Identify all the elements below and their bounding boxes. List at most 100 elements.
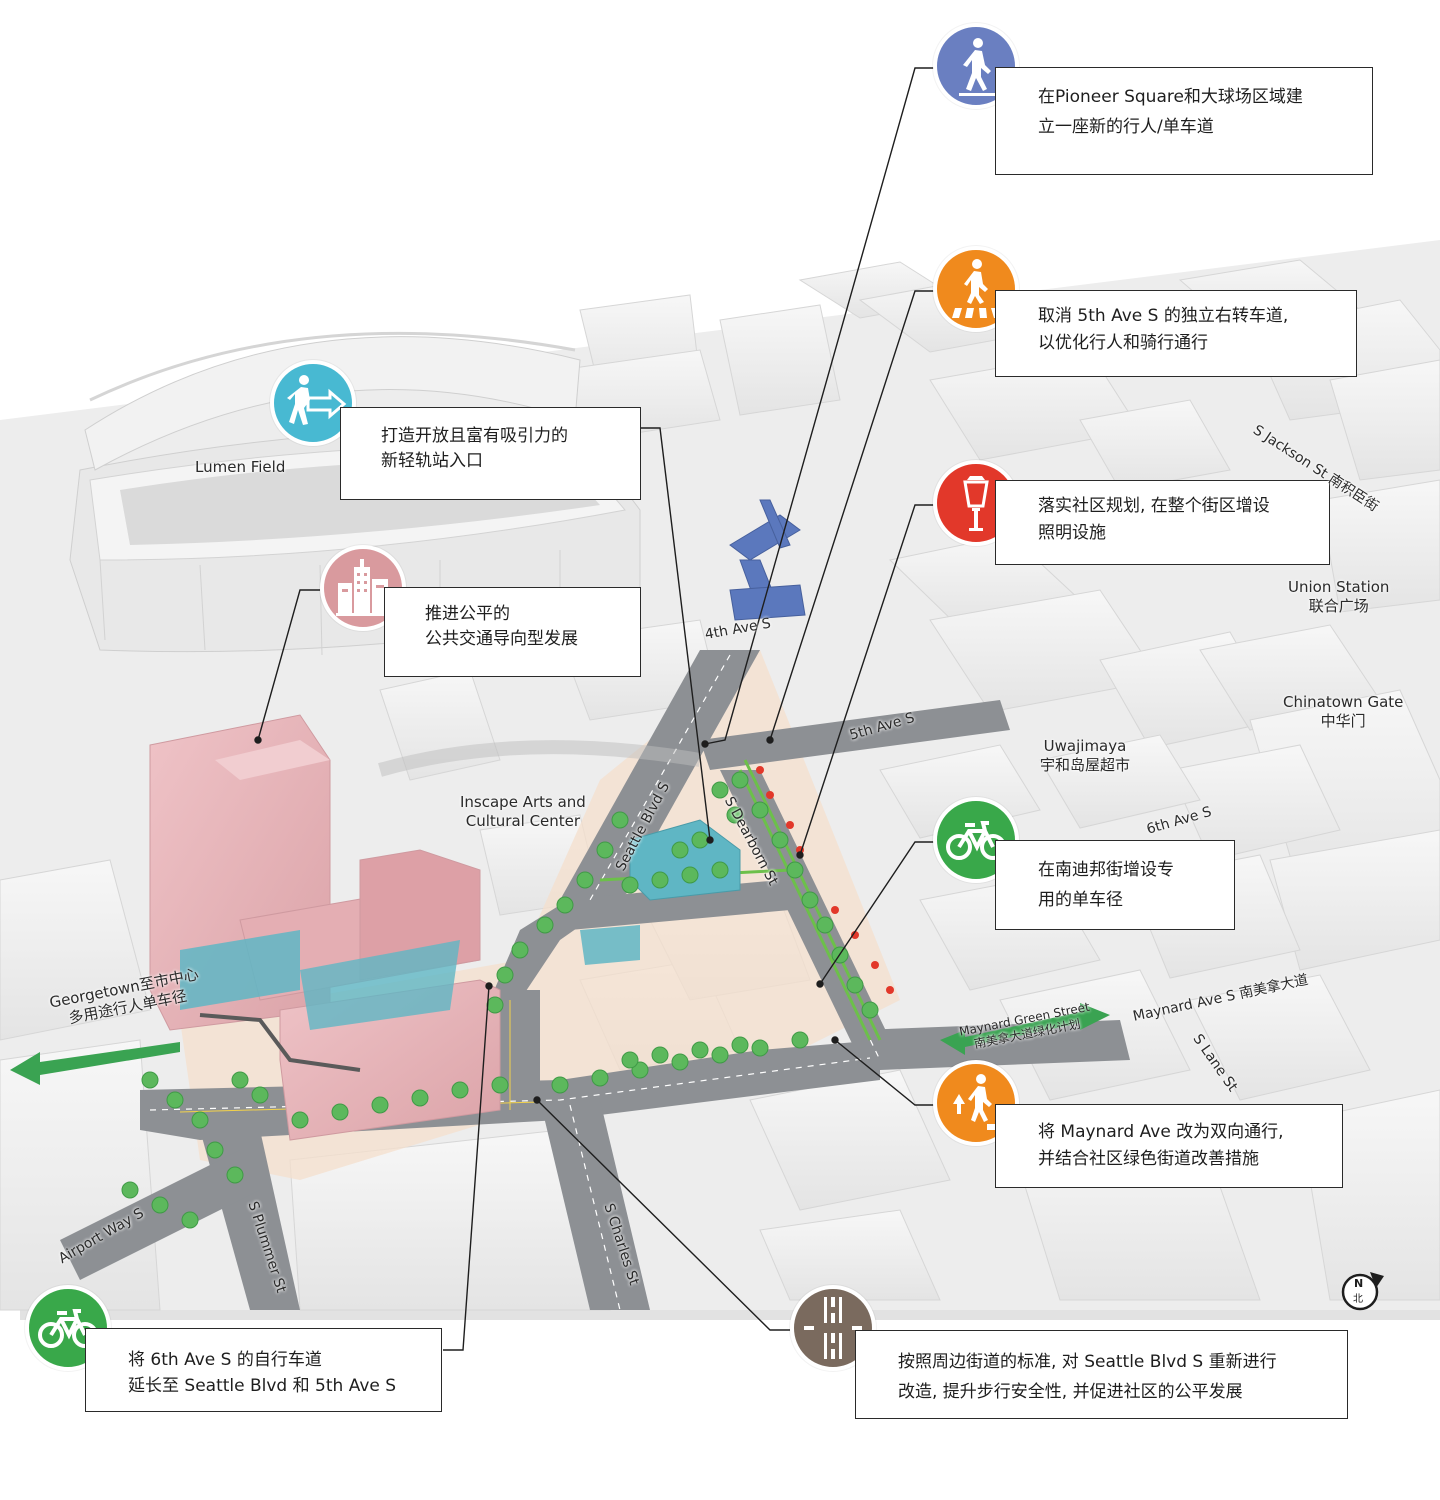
tree (251, 1086, 269, 1104)
callout-line: 立一座新的行人/单车道 (1038, 117, 1214, 137)
lamps (756, 766, 894, 994)
label-line: Inscape Arts and (460, 793, 586, 811)
label-uwajimaya: Uwajimaya 宇和岛屋超市 (1040, 737, 1130, 775)
tree (726, 806, 744, 824)
leader-lines (254, 67, 935, 1351)
callout-line: 落实社区规划, 在整个街区增设 (1038, 496, 1270, 516)
callout-line: 照明设施 (1038, 523, 1106, 543)
tree (181, 1211, 199, 1229)
callout-line: 延长至 Seattle Blvd 和 5th Ave S (128, 1376, 397, 1396)
callout-tod: 推进公平的 公共交通导向型发展 (384, 587, 641, 677)
tree (576, 871, 594, 889)
tree (671, 841, 689, 859)
callout-line: 推进公平的 (425, 604, 510, 624)
tree (651, 871, 669, 889)
tod-buildings (149, 714, 501, 1141)
tree (491, 1076, 509, 1094)
tree (166, 1091, 184, 1109)
callout-seattle-blvd: 按照周边街道的标准, 对 Seattle Blvd S 重新进行 改造, 提升步… (855, 1330, 1348, 1419)
label-inscape: Inscape Arts and Cultural Center (460, 793, 586, 831)
tree (151, 1196, 169, 1214)
tree (511, 941, 529, 959)
road-icon (790, 1285, 876, 1371)
tree (771, 831, 789, 849)
greenway-arrows (10, 1003, 1110, 1085)
callout-maynard: 将 Maynard Ave 改为双向通行, 并结合社区绿色街道改善措施 (995, 1104, 1343, 1188)
tree (711, 1046, 729, 1064)
tree (681, 866, 699, 884)
compass-sub: 北 (1353, 1294, 1363, 1305)
callout-line: 将 Maynard Ave 改为双向通行, (1038, 1122, 1284, 1142)
tree (816, 916, 834, 934)
tree (861, 1001, 879, 1019)
label-line: 中华门 (1320, 712, 1366, 730)
tree (556, 896, 574, 914)
label-union-station: Union Station 联合广场 (1288, 578, 1389, 616)
tree (331, 1103, 349, 1121)
callout-sixth-ave-bike: 将 6th Ave S 的自行车道 延长至 Seattle Blvd 和 5th… (85, 1328, 442, 1412)
tree (371, 1096, 389, 1114)
tree (536, 916, 554, 934)
tree (141, 1071, 159, 1089)
tree (691, 1041, 709, 1059)
callout-line: 按照周边街道的标准, 对 Seattle Blvd S 重新进行 (898, 1352, 1277, 1372)
tree (451, 1081, 469, 1099)
tree (191, 1111, 209, 1129)
label-line: Cultural Center (465, 812, 581, 830)
tree (231, 1071, 249, 1089)
tree (731, 771, 749, 789)
tree (611, 811, 629, 829)
callout-pedestrian-bridge: 在Pioneer Square和大球场区域建 立一座新的行人/单车道 (995, 67, 1373, 175)
rail-line (199, 1013, 361, 1072)
tree (226, 1166, 244, 1184)
callout-line: 以优化行人和骑行通行 (1038, 333, 1208, 353)
callout-line: 在南迪邦街增设专 (1038, 860, 1174, 880)
label-line: Union Station (1288, 578, 1390, 596)
tree (671, 1053, 689, 1071)
compass-letter: N (1354, 1277, 1364, 1290)
callout-line: 在Pioneer Square和大球场区域建 (1038, 87, 1303, 107)
callout-lighting: 落实社区规划, 在整个街区增设 照明设施 (995, 480, 1330, 565)
compass: N 北 (1340, 1268, 1386, 1314)
tree (291, 1111, 309, 1129)
label-lumen-field: Lumen Field (195, 458, 286, 476)
tree (791, 1031, 809, 1049)
callout-line: 改造, 提升步行安全性, 并促进社区的公平发展 (898, 1382, 1243, 1402)
callout-line: 取消 5th Ave S 的独立右转车道, (1038, 306, 1289, 326)
label-line: Uwajimaya (1043, 737, 1127, 755)
label-line: 宇和岛屋超市 (1040, 756, 1131, 774)
tree (711, 781, 729, 799)
callout-line: 并结合社区绿色街道改善措施 (1038, 1149, 1259, 1169)
tree (786, 861, 804, 879)
tree (751, 1039, 769, 1057)
tree (596, 841, 614, 859)
trees (121, 771, 879, 1229)
tree (731, 1036, 749, 1054)
tree (751, 801, 769, 819)
callout-right-turn: 取消 5th Ave S 的独立右转车道, 以优化行人和骑行通行 (995, 290, 1357, 377)
callout-line: 用的单车径 (1038, 890, 1123, 910)
callout-line: 公共交通导向型发展 (425, 629, 578, 649)
callout-station-entrance: 打造开放且富有吸引力的 新轻轨站入口 (340, 407, 641, 500)
tree (411, 1089, 429, 1107)
tree (496, 966, 514, 984)
tree (121, 1181, 139, 1199)
tree (801, 891, 819, 909)
tree (551, 1076, 569, 1094)
tree (846, 976, 864, 994)
tree (691, 831, 709, 849)
callout-line: 新轻轨站入口 (381, 451, 483, 471)
tree (651, 1046, 669, 1064)
callout-dearborn-bike: 在南迪邦街增设专 用的单车径 (995, 840, 1235, 930)
tree (591, 1069, 609, 1087)
compass-icon (1341, 1272, 1384, 1311)
tree (711, 861, 729, 879)
pedestrian-bridge (729, 499, 806, 621)
tree (206, 1141, 224, 1159)
tree (486, 996, 504, 1014)
label-chinatown-gate: Chinatown Gate 中华门 (1283, 693, 1403, 731)
tree (621, 1051, 639, 1069)
callout-line: 将 6th Ave S 的自行车道 (128, 1350, 322, 1370)
label-line: Chinatown Gate (1283, 693, 1404, 711)
